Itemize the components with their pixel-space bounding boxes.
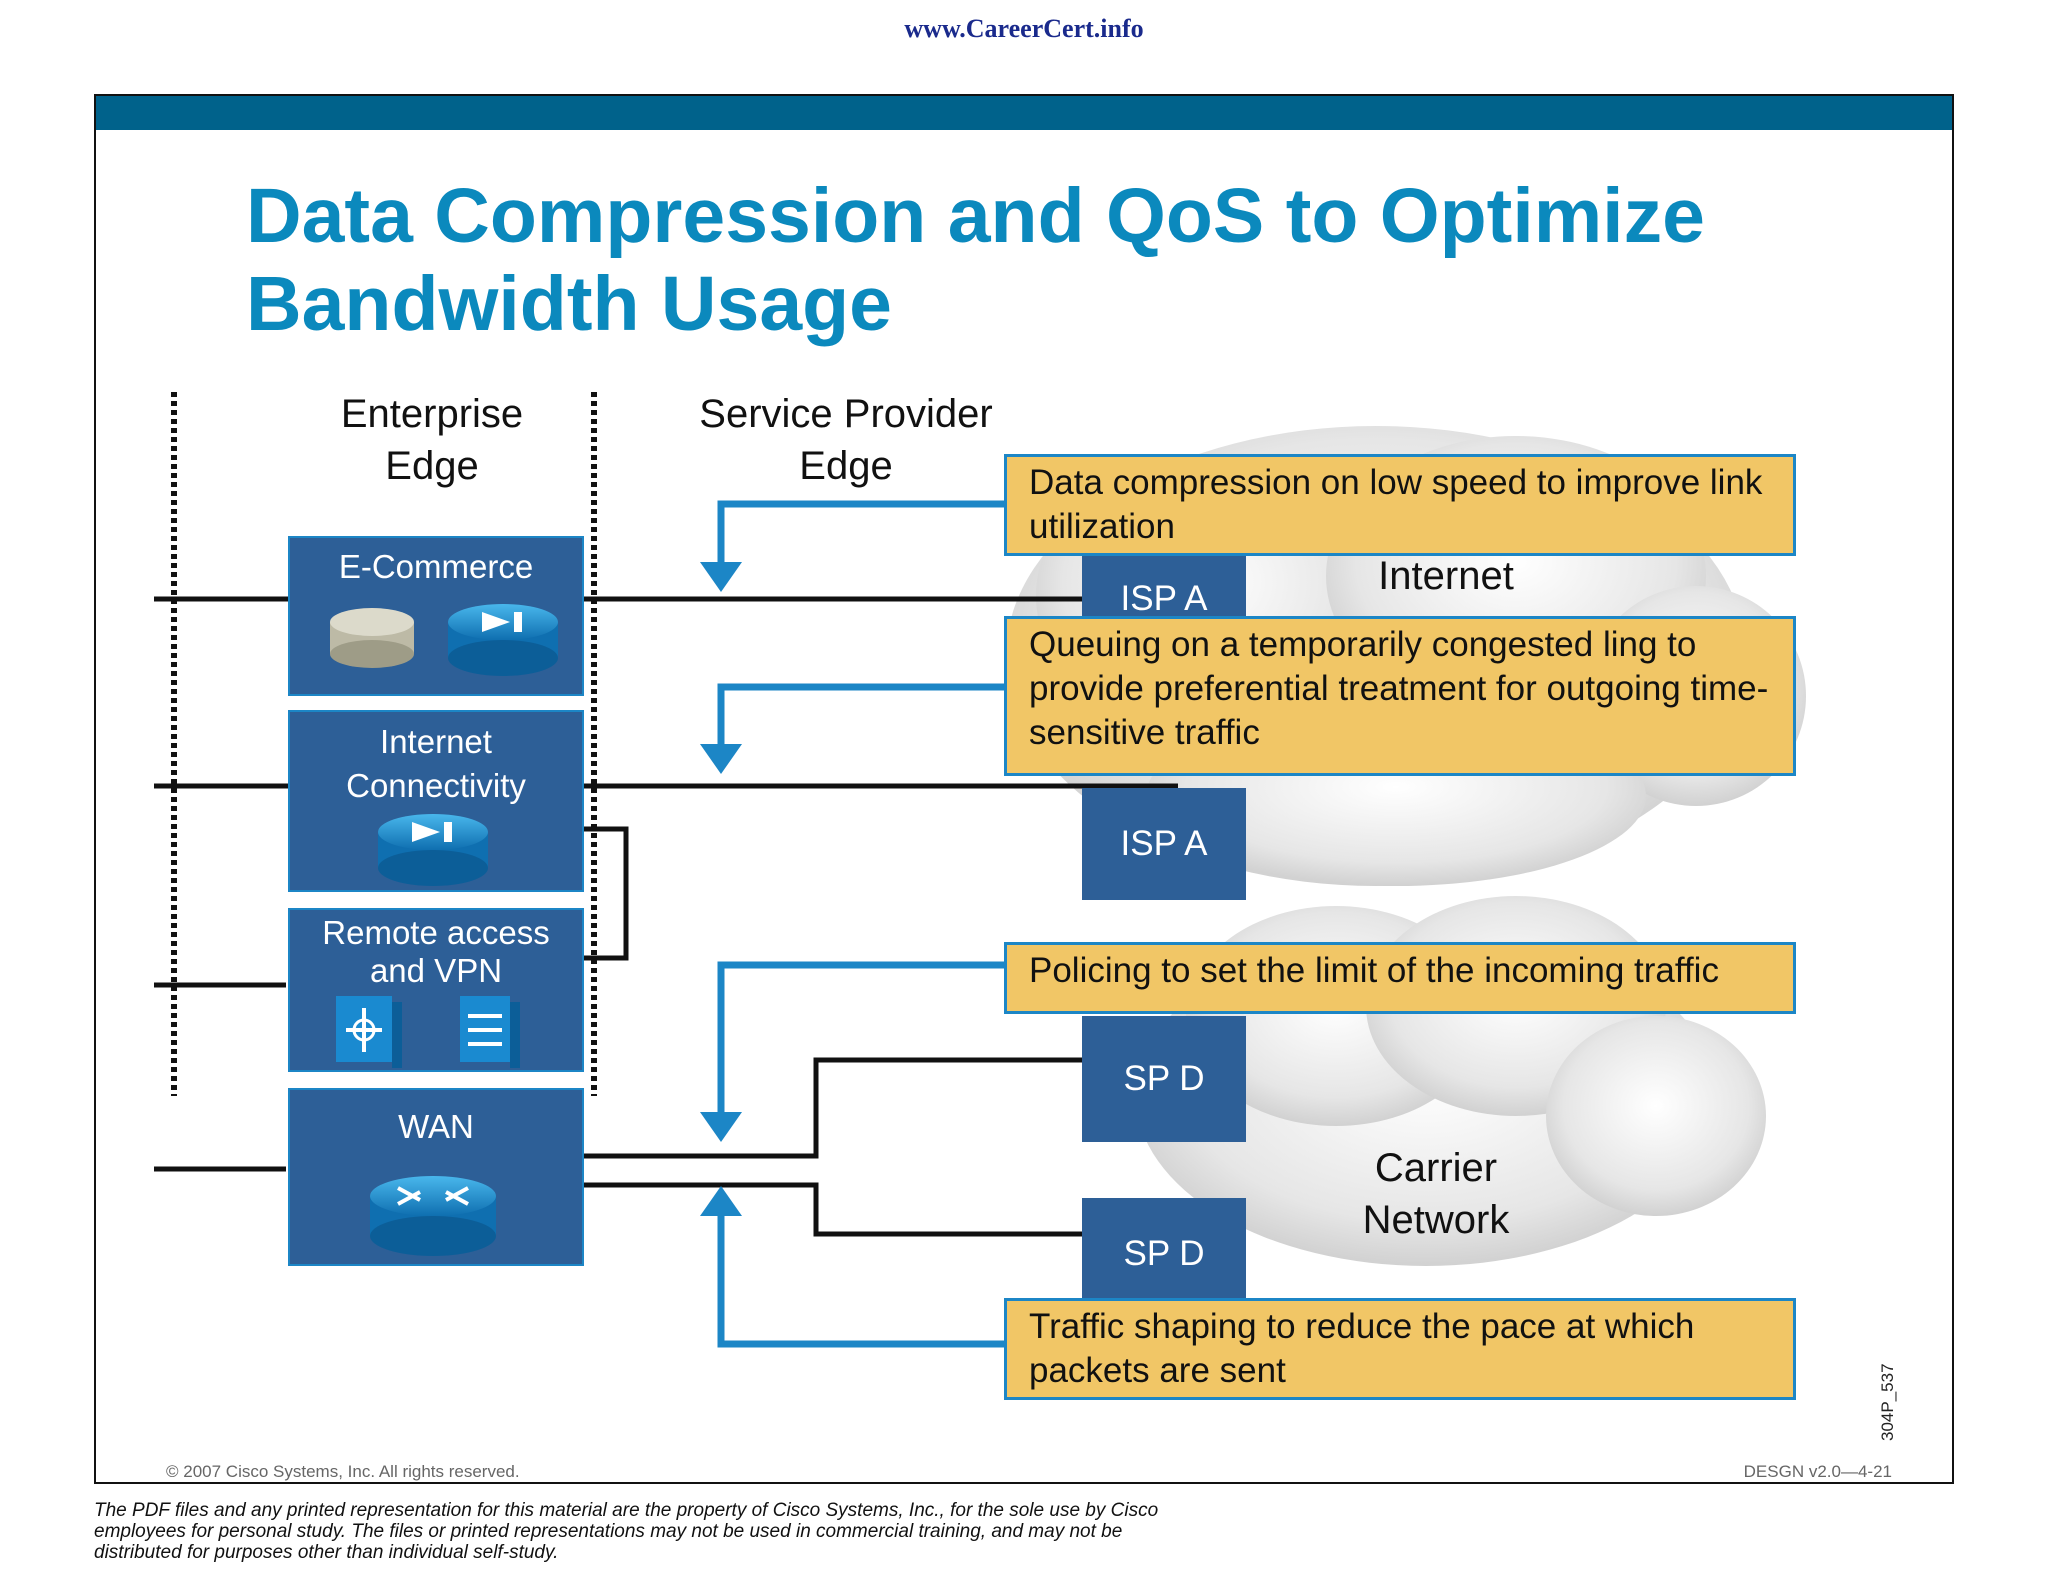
service-provider-edge-heading: Service Provider Edge bbox=[699, 392, 993, 488]
slide: Data Compression and QoS to Optimize Ban… bbox=[94, 94, 1954, 1484]
firewall-icon bbox=[460, 996, 520, 1068]
note-policing: Policing to set the limit of the incomin… bbox=[1004, 942, 1796, 1014]
router-icon bbox=[378, 814, 488, 886]
block-label: E-Commerce bbox=[338, 548, 534, 585]
sp-d-top: SP D bbox=[1082, 1016, 1246, 1142]
sp-d-bottom: SP D bbox=[1082, 1198, 1246, 1310]
carrier-network-label: Carrier Network bbox=[1362, 1146, 1510, 1242]
course-code: DESGN v2.0—4-21 bbox=[1743, 1462, 1892, 1481]
note-shaping: Traffic shaping to reduce the pace at wh… bbox=[1004, 1298, 1796, 1400]
slide-title: Data Compression and QoS to Optimize Ban… bbox=[246, 173, 1705, 347]
block-icons-overlay bbox=[330, 604, 558, 1256]
site-url[interactable]: www.CareerCert.info bbox=[904, 14, 1144, 43]
isp-a-bottom: ISP A bbox=[1082, 788, 1246, 900]
router-icon bbox=[370, 1176, 496, 1256]
internet-label: Internet bbox=[1378, 554, 1514, 598]
vpn-concentrator-icon bbox=[336, 996, 402, 1068]
figure-id: 304P_537 bbox=[1878, 1363, 1897, 1441]
note-compression: Data compression on low speed to improve… bbox=[1004, 454, 1796, 556]
block-label: Remote access and VPN bbox=[322, 914, 550, 989]
arrow-heads bbox=[700, 562, 742, 1216]
block-label: Internet Connectivity bbox=[346, 723, 526, 804]
block-label: WAN bbox=[398, 1108, 474, 1145]
enterprise-edge-heading: Enterprise Edge bbox=[340, 392, 524, 488]
router-icon bbox=[448, 604, 558, 676]
callout-arrows bbox=[717, 500, 1004, 1348]
copyright: © 2007 Cisco Systems, Inc. All rights re… bbox=[166, 1462, 520, 1481]
server-icon bbox=[330, 608, 414, 668]
disclaimer: The PDF files and any printed representa… bbox=[94, 1500, 1159, 1563]
slide-top-bar bbox=[96, 96, 1952, 130]
note-queuing: Queuing on a temporarily congested ling … bbox=[1004, 616, 1796, 776]
